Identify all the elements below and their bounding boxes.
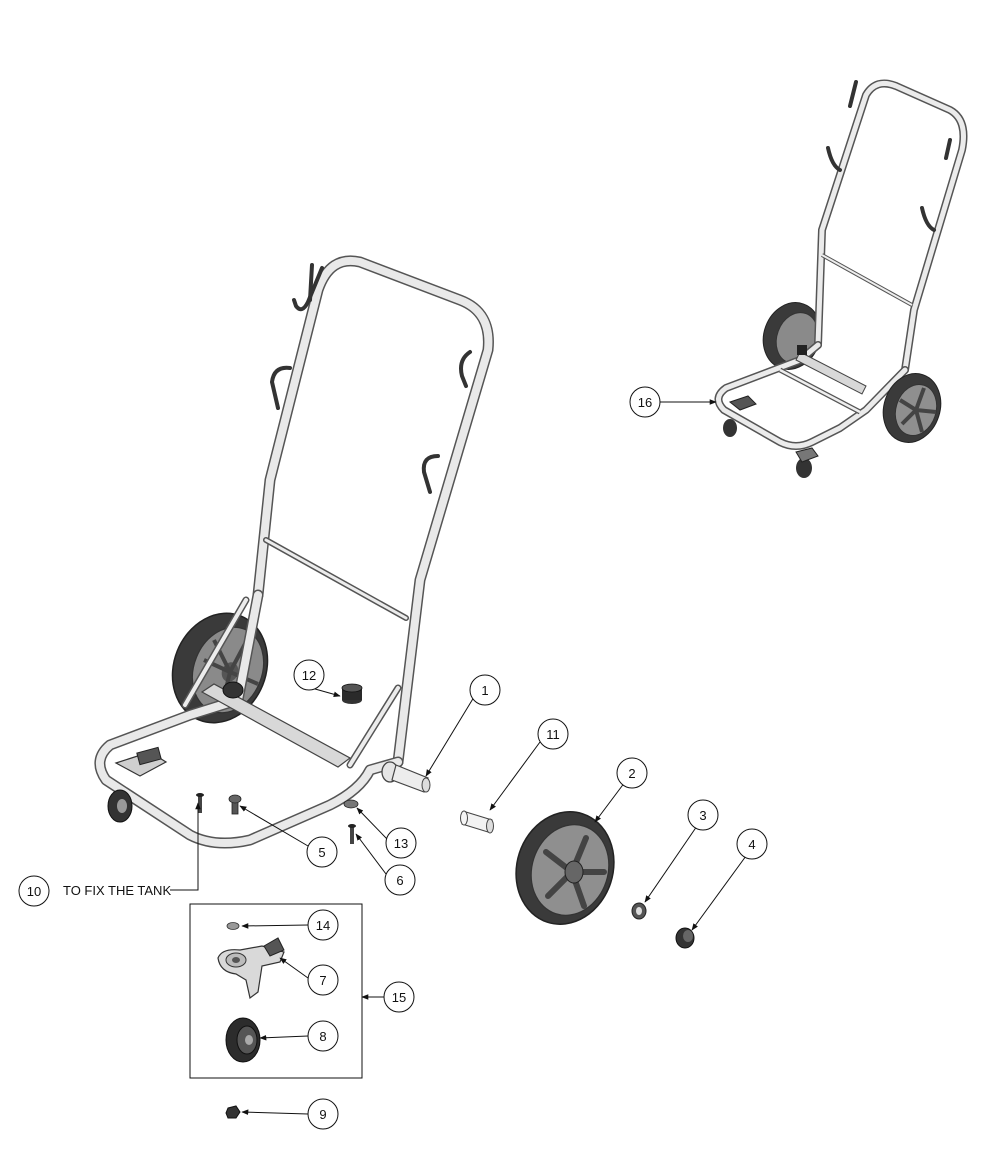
part-nut [225,1105,241,1119]
svg-text:7: 7 [319,973,326,988]
svg-text:16: 16 [638,395,652,410]
callout-2: 2 [616,757,648,789]
caster-assembly-box [189,903,363,1079]
trolley-frame-main [94,255,494,849]
front-caster-mounted [107,746,168,823]
trolley-assembled [714,79,968,478]
svg-text:6: 6 [396,873,403,888]
callout-4: 4 [736,828,768,860]
svg-text:14: 14 [316,918,330,933]
part-caster-bracket [217,937,285,1000]
svg-text:5: 5 [318,845,325,860]
callout-10: 10 [18,875,50,907]
part-pin [348,824,356,844]
callout-5: 5 [306,836,338,868]
callout-11: 11 [537,718,569,750]
part-rubber-bumper [341,683,363,704]
callout-12: 12 [293,659,325,691]
svg-text:1: 1 [481,683,488,698]
svg-text:13: 13 [394,836,408,851]
callout-6: 6 [384,864,416,896]
callout-7: 7 [307,964,339,996]
part-spacer-tube [460,810,494,834]
svg-text:3: 3 [699,808,706,823]
callout-16: 16 [629,386,661,418]
part-caster-washer [226,922,240,930]
callout-13: 13 [385,827,417,859]
callout-9: 9 [307,1098,339,1130]
svg-text:15: 15 [392,990,406,1005]
svg-text:10: 10 [27,884,41,899]
svg-text:9: 9 [319,1107,326,1122]
part-caster-wheel [225,1017,261,1063]
callout-15: 15 [383,981,415,1013]
part-wheel-large [515,811,615,925]
part-bolt [228,794,242,815]
svg-text:4: 4 [748,837,755,852]
note-to-fix-the-tank: TO FIX THE TANK [63,883,171,898]
part-screw-small [196,793,204,813]
svg-text:2: 2 [628,766,635,781]
callout-1: 1 [469,674,501,706]
leader-lines [170,399,747,1115]
part-cap [675,927,695,949]
callout-8: 8 [307,1020,339,1052]
callout-3: 3 [687,799,719,831]
part-washer-flat [343,799,359,809]
part-washer [631,902,647,920]
callout-14: 14 [307,909,339,941]
svg-text:11: 11 [546,727,560,742]
svg-text:8: 8 [319,1029,326,1044]
svg-text:12: 12 [302,668,316,683]
